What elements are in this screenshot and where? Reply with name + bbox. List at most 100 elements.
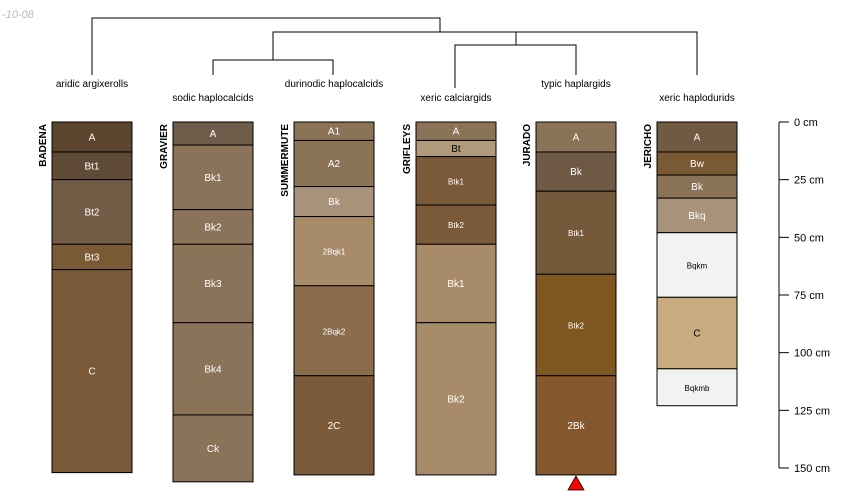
horizon-label: Bk2 — [447, 394, 465, 405]
taxon-label: sodic haplocalcids — [172, 93, 253, 104]
horizon: Btk1 — [535, 190, 617, 275]
horizon-label: Btk1 — [448, 177, 465, 186]
horizon-label: A — [453, 127, 460, 138]
horizon-label: Bqkm — [687, 262, 708, 271]
horizon-block — [293, 139, 375, 188]
horizon-label: Bk — [570, 167, 583, 178]
profile-name: JURADO — [522, 124, 533, 166]
horizon: Bk3 — [172, 243, 254, 324]
axis-tick-label: 0 cm — [794, 117, 818, 129]
date-stamp: -10-08 — [2, 9, 35, 21]
horizon: 2C — [293, 375, 375, 476]
horizon-label: 2Bk — [567, 421, 585, 432]
horizon: Btk1 — [415, 156, 497, 206]
horizon-label: Bk1 — [204, 173, 222, 184]
horizon-label: A2 — [328, 159, 341, 170]
horizon-block — [293, 375, 375, 476]
horizon: Bk1 — [172, 144, 254, 211]
taxon-label: typic haplargids — [541, 79, 610, 90]
marker-triangle — [567, 475, 585, 491]
horizon-label: Ck — [207, 444, 220, 455]
horizon: 2Bqk1 — [293, 216, 375, 287]
horizon-block — [535, 375, 617, 476]
horizon-label: C — [88, 367, 95, 378]
horizon: Bk — [293, 186, 375, 218]
horizon-block — [415, 156, 497, 206]
horizon: A — [172, 121, 254, 146]
horizon: Bqkmb — [656, 368, 738, 407]
horizon-label: Bk3 — [204, 279, 222, 290]
horizon-block — [51, 269, 133, 474]
horizon-label: Bk — [691, 182, 704, 193]
horizon-block — [656, 121, 738, 153]
horizon: A — [415, 121, 497, 141]
horizon-label: Bk1 — [447, 279, 465, 290]
horizon-label: A — [89, 132, 96, 143]
axis-tick-label: 25 cm — [794, 175, 824, 187]
axis-tick-label: 100 cm — [794, 348, 830, 360]
axis-tick-label: 50 cm — [794, 232, 824, 244]
horizon-block — [293, 285, 375, 377]
horizon: C — [656, 296, 738, 370]
horizon: Bk — [535, 151, 617, 192]
horizon-block — [172, 414, 254, 483]
dendrogram-branch — [272, 31, 698, 75]
horizon-label: A — [573, 132, 580, 143]
horizon-block — [656, 368, 738, 407]
horizon-block — [535, 151, 617, 192]
horizon-block — [51, 243, 133, 271]
horizon-label: A — [694, 132, 701, 143]
axis-tick-label: 75 cm — [794, 290, 824, 302]
horizon-label: Bqkmb — [685, 384, 710, 393]
horizon: Bt2 — [51, 179, 133, 245]
horizon: C — [51, 269, 133, 474]
taxon-label: aridic argixerolls — [56, 79, 128, 90]
horizon: A1 — [293, 121, 375, 141]
horizon-label: Bk — [328, 197, 341, 208]
horizon: Bk1 — [415, 243, 497, 324]
horizon-block — [415, 322, 497, 476]
horizon: Bkq — [656, 197, 738, 234]
horizon-label: Bkq — [688, 211, 705, 222]
axis-tick-label: 150 cm — [794, 463, 830, 475]
horizon: Bt — [415, 139, 497, 158]
horizon-block — [172, 322, 254, 416]
horizon-label: Bt3 — [84, 252, 99, 263]
horizon: Btk2 — [415, 204, 497, 245]
horizon-block — [172, 243, 254, 324]
horizon: Bk2 — [172, 209, 254, 245]
horizon: Ck — [172, 414, 254, 483]
horizon-label: 2C — [328, 421, 341, 432]
horizon: Bt1 — [51, 151, 133, 181]
horizon-label: Btk1 — [568, 229, 585, 238]
horizon-label: A — [210, 129, 217, 140]
horizon: Bk4 — [172, 322, 254, 416]
profile-name: GRAVIER — [159, 123, 170, 169]
dendrogram-branch — [212, 59, 334, 75]
horizon-label: Bw — [690, 159, 705, 170]
horizon-label: 2Bqk1 — [323, 248, 346, 257]
profile-name: GRIFLEYS — [402, 124, 413, 174]
horizon: Bqkm — [656, 232, 738, 298]
profile-name: SUMMERMUTE — [280, 124, 291, 197]
horizon: Bk — [656, 174, 738, 199]
taxon-label: xeric haplodurids — [659, 93, 735, 104]
horizon-label: Bk2 — [204, 222, 222, 233]
horizon-label: Btk2 — [448, 221, 465, 230]
horizon: 2Bk — [535, 375, 617, 476]
taxon-label: xeric calciargids — [420, 93, 491, 104]
dendrogram-branch — [454, 44, 577, 88]
axis-tick-label: 125 cm — [794, 405, 830, 417]
horizon-block — [172, 144, 254, 211]
profile-name: JERICHO — [643, 124, 654, 169]
horizon: A — [535, 121, 617, 153]
horizon-block — [51, 151, 133, 181]
horizon-label: Bt1 — [84, 161, 99, 172]
